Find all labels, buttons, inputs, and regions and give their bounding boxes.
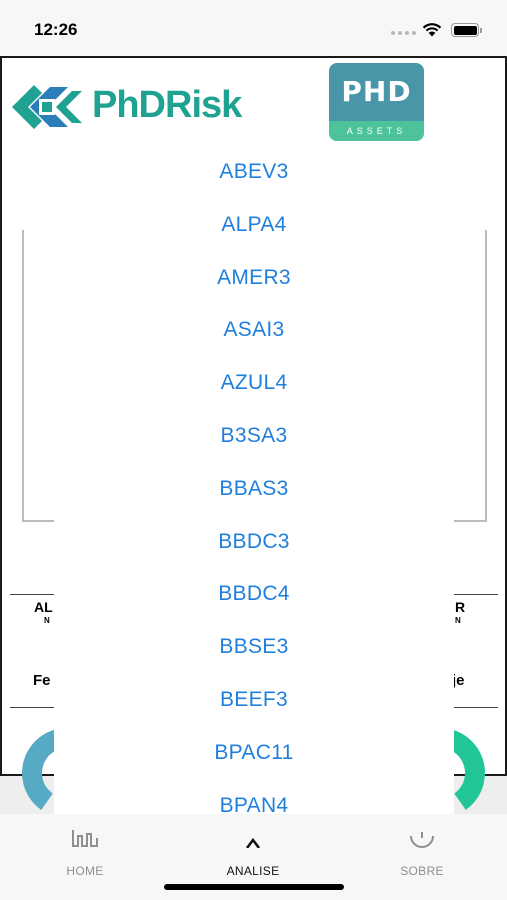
picker-option[interactable]: BBAS3 — [219, 476, 289, 500]
tab-home-label: HOME — [66, 864, 104, 878]
home-indicator — [164, 884, 344, 890]
info-icon — [410, 832, 434, 848]
chart-icon — [72, 830, 98, 847]
status-time: 12:26 — [34, 20, 78, 39]
left-column-label: AL — [34, 599, 53, 615]
phdrisk-logo-text: PhDRisk — [92, 84, 242, 126]
tab-home[interactable]: HOME — [25, 826, 145, 878]
picker-option[interactable]: BEEF3 — [219, 688, 289, 711]
picker-option[interactable]: ASAI3 — [223, 318, 285, 342]
picker-option[interactable]: ALPA4 — [221, 212, 287, 236]
picker-option[interactable]: AZUL4 — [220, 371, 288, 395]
battery-icon — [451, 23, 482, 37]
picker-option[interactable]: BBDC3 — [218, 529, 290, 553]
wifi-icon — [422, 23, 442, 37]
status-icons — [391, 22, 491, 38]
left-metric-label: Fe — [33, 672, 51, 689]
left-column-sublabel: N — [44, 616, 50, 625]
phd-assets-logo-main: PHD — [341, 75, 412, 108]
picker-option[interactable]: BBSE3 — [219, 635, 289, 659]
picker-option[interactable]: ABEV3 — [219, 160, 289, 183]
tab-analise-label: ANALISE — [226, 864, 280, 878]
phdrisk-logo: PhDRisk — [12, 78, 252, 138]
tab-sobre[interactable]: SOBRE — [362, 826, 482, 878]
picker-option[interactable]: BPAN4 — [219, 793, 289, 817]
cellular-signal-icon — [391, 31, 417, 35]
right-metric-label: je — [452, 672, 465, 689]
phd-assets-logo: PHD ASSETS — [329, 63, 424, 141]
picker-option[interactable]: B3SA3 — [220, 424, 288, 447]
right-column-sublabel: N — [455, 616, 461, 625]
picker-option[interactable]: AMER3 — [217, 265, 291, 289]
phd-assets-logo-sub: ASSETS — [329, 121, 424, 141]
status-bar: 12:26 — [0, 0, 507, 56]
phdrisk-mark-icon — [12, 85, 82, 129]
tab-analise[interactable]: ANALISE — [193, 826, 313, 878]
analysis-icon — [246, 837, 260, 848]
tab-sobre-label: SOBRE — [400, 864, 444, 878]
picker-option[interactable]: BBDC4 — [218, 582, 290, 606]
right-column-label: R — [455, 599, 466, 615]
picker-option[interactable]: BPAC11 — [214, 740, 294, 764]
